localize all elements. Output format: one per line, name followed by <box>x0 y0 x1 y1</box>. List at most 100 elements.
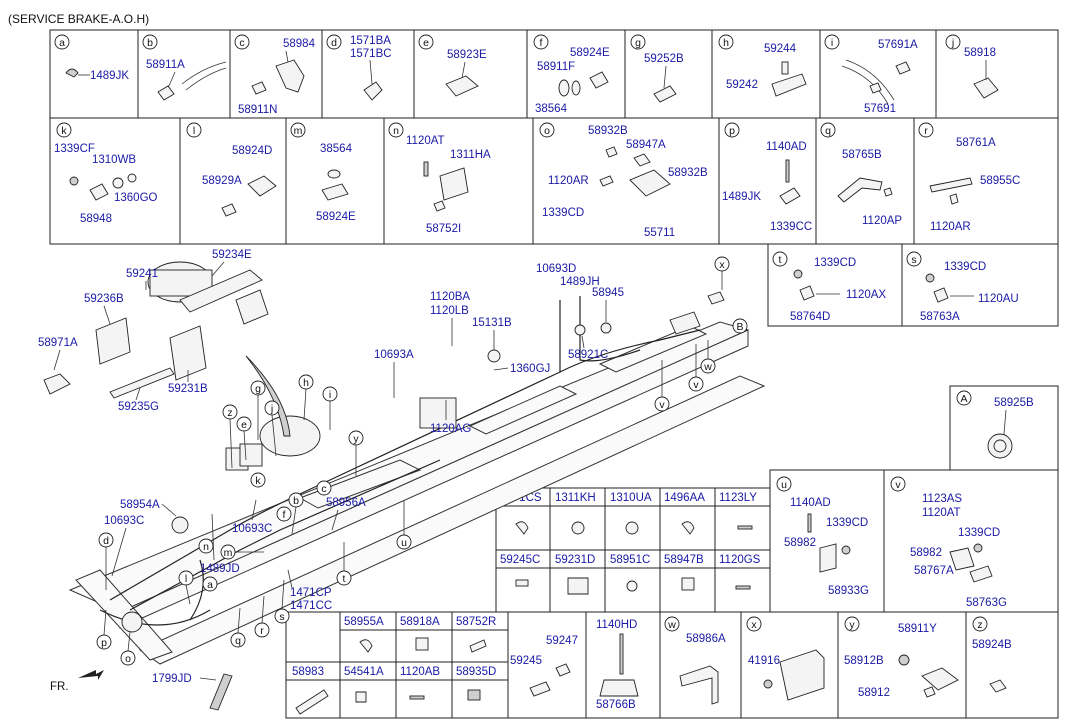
frame-letter-callouts: x B w v v y z e g h i j k b c f m n d l … <box>96 256 748 666</box>
svg-text:q: q <box>825 125 831 137</box>
svg-text:1310UA: 1310UA <box>610 492 652 504</box>
svg-text:58764D: 58764D <box>790 311 830 323</box>
svg-text:l: l <box>193 125 195 137</box>
svg-text:x: x <box>751 619 757 631</box>
svg-text:a: a <box>207 579 213 591</box>
exploded-bracket-parts <box>43 269 291 711</box>
cell-misc[interactable]: 59247 59245 1140HD 58766B <box>507 611 661 719</box>
svg-text:59245: 59245 <box>510 655 542 667</box>
cell-z[interactable]: z 58924B <box>972 616 1012 693</box>
svg-text:54541A: 54541A <box>344 666 384 678</box>
cell-i[interactable]: i 57691A 57691 <box>824 34 918 115</box>
svg-text:58761A: 58761A <box>956 137 996 149</box>
cell-c[interactable]: c 58984 58911N <box>234 34 316 116</box>
svg-text:t: t <box>779 254 782 266</box>
cell-x[interactable]: x 41916 <box>746 616 825 701</box>
cell-e[interactable]: e 58923E <box>418 34 487 97</box>
cell-j[interactable]: j 58918 <box>945 34 999 99</box>
svg-text:1123AS: 1123AS <box>922 493 962 505</box>
cell-t[interactable]: t 1339CD 1120AX 58764D <box>772 251 886 323</box>
svg-text:58984: 58984 <box>283 38 316 50</box>
cell-a[interactable]: a 1489JK <box>54 34 129 82</box>
cell-A[interactable]: A 58925B <box>949 385 1059 471</box>
svg-text:1360GO: 1360GO <box>114 192 158 204</box>
svg-text:g: g <box>635 37 641 49</box>
cell-o[interactable]: o 58932B 58947A 58932B 1120AR 1339CD 557… <box>539 122 708 239</box>
svg-text:x: x <box>719 259 725 271</box>
svg-text:b: b <box>147 37 153 49</box>
svg-text:1311KH: 1311KH <box>555 492 596 504</box>
cell-l[interactable]: l 58924D 58929A <box>186 122 277 217</box>
svg-text:10693D: 10693D <box>536 263 576 275</box>
svg-text:i: i <box>831 37 833 49</box>
cell-k[interactable]: k 1339CF 1310WB 1360GO 58948 <box>54 122 158 225</box>
svg-text:1120AB: 1120AB <box>400 666 440 678</box>
cell-d[interactable]: d 1571BA 1571BC <box>326 34 392 101</box>
svg-text:58954A: 58954A <box>120 499 160 511</box>
svg-text:1339CD: 1339CD <box>826 517 868 529</box>
svg-text:1120AT: 1120AT <box>406 135 445 147</box>
svg-text:58983: 58983 <box>292 666 324 678</box>
cell-v[interactable]: v 1123AS 1120AT 1339CD 58982 58767A 5876… <box>890 476 1007 609</box>
svg-text:s: s <box>911 254 916 266</box>
svg-text:55711: 55711 <box>644 227 675 239</box>
svg-text:59234E: 59234E <box>212 249 252 261</box>
svg-text:r: r <box>260 625 264 637</box>
svg-text:t: t <box>343 573 346 585</box>
svg-text:m: m <box>294 125 303 137</box>
cell-q[interactable]: q 58765B 1120AP <box>820 122 902 227</box>
svg-text:1339CD: 1339CD <box>814 257 856 269</box>
cell-w-z-frame <box>659 611 1059 719</box>
cell-h[interactable]: h 59244 59242 <box>718 34 807 97</box>
cell-f[interactable]: f 58924E 58911F 38564 <box>533 34 610 115</box>
cell-b[interactable]: b 58911A <box>142 34 227 101</box>
cell-u[interactable]: u 1140AD 1339CD 58982 58933G <box>776 476 869 597</box>
cell-s[interactable]: s 1339CD 1120AU 58763A <box>906 251 1019 323</box>
svg-text:1140AD: 1140AD <box>790 497 831 509</box>
svg-text:1120AR: 1120AR <box>548 175 589 187</box>
cell-n[interactable]: n 1120AT 1311HA 58752I <box>388 122 491 235</box>
cell-m[interactable]: m 38564 58924E <box>290 122 356 223</box>
svg-text:k: k <box>255 475 261 487</box>
svg-text:1339CF: 1339CF <box>54 143 95 155</box>
svg-text:a: a <box>59 37 65 49</box>
svg-text:38564: 38564 <box>535 103 568 115</box>
svg-text:s: s <box>279 611 284 623</box>
svg-text:b: b <box>293 495 299 507</box>
svg-text:58982: 58982 <box>910 547 942 559</box>
cell-p[interactable]: p 1140AD 1489JK 1339CC <box>722 122 812 233</box>
cell-g[interactable]: g 59252B <box>630 34 684 103</box>
svg-text:58911A: 58911A <box>146 59 185 71</box>
svg-text:B: B <box>736 321 743 333</box>
svg-text:z: z <box>977 619 982 631</box>
svg-text:58752I: 58752I <box>426 223 461 235</box>
svg-text:n: n <box>203 541 209 553</box>
front-label: FR. <box>50 681 69 693</box>
svg-text:1140AD: 1140AD <box>766 141 807 153</box>
svg-text:f: f <box>540 37 543 49</box>
svg-text:1471CC: 1471CC <box>290 600 332 612</box>
cell-y[interactable]: y 58911Y 58912B 58912 <box>844 616 959 699</box>
svg-text:58911N: 58911N <box>238 104 277 116</box>
svg-text:58924E: 58924E <box>570 47 610 59</box>
svg-text:e: e <box>241 419 247 431</box>
svg-text:58923E: 58923E <box>447 49 487 61</box>
svg-text:58945: 58945 <box>592 287 624 299</box>
cell-r[interactable]: r 58761A 58955C 1120AR <box>918 122 1020 233</box>
svg-text:1339CC: 1339CC <box>770 221 812 233</box>
svg-text:c: c <box>321 483 326 495</box>
svg-text:1571BA: 1571BA <box>350 35 391 47</box>
svg-text:58924D: 58924D <box>232 145 272 157</box>
svg-text:58956A: 58956A <box>326 497 366 509</box>
svg-text:q: q <box>235 635 241 647</box>
cell-w[interactable]: w 58986A <box>664 616 726 705</box>
svg-text:1120AT: 1120AT <box>922 507 961 519</box>
svg-text:58955A: 58955A <box>344 616 384 628</box>
rear-brackets <box>487 291 725 363</box>
svg-text:58947A: 58947A <box>626 139 666 151</box>
svg-text:v: v <box>693 379 699 391</box>
svg-text:1489JD: 1489JD <box>200 563 240 575</box>
svg-text:d: d <box>103 535 109 547</box>
svg-text:r: r <box>924 125 928 137</box>
svg-text:10693A: 10693A <box>374 349 414 361</box>
